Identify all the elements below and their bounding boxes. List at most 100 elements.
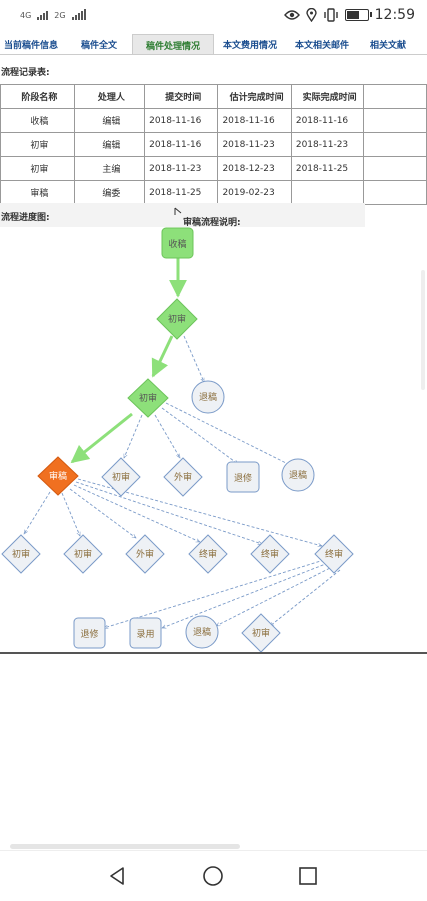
node-revise-2[interactable]: 退修 (73, 617, 106, 649)
cell-handler: 主编 (73, 156, 146, 181)
records-table: 阶段名称 处理人 提交时间 估计完成时间 实际完成时间 收稿 编辑 2018-1… (0, 84, 427, 205)
node-final-review-1[interactable]: 终审 (188, 534, 228, 574)
eye-icon (283, 10, 300, 20)
signal-4g-label: 4G (20, 11, 32, 20)
vertical-scrollbar[interactable] (421, 270, 425, 390)
tab-fees[interactable]: 本文费用情况 (222, 41, 277, 51)
svg-text:退修: 退修 (80, 628, 98, 640)
cell-handler: 编辑 (73, 132, 146, 157)
table-row: 初审 编辑 2018-11-16 2018-11-23 2018-11-23 (0, 132, 427, 157)
svg-text:终审: 终审 (199, 548, 217, 560)
svg-text:退稿: 退稿 (199, 391, 217, 403)
flow-legend-label[interactable]: 审稿流程说明: (183, 218, 241, 228)
cell-stage: 初审 (0, 132, 75, 157)
edges-completed (70, 258, 187, 464)
records-title: 流程记录表: (1, 68, 50, 78)
cell-estimate: 2018-11-23 (217, 132, 292, 157)
battery-icon (344, 9, 372, 21)
node-initial-review-4[interactable]: 初审 (1, 534, 41, 574)
cell-submit: 2018-11-16 (144, 132, 219, 157)
signal-2g-label: 2G (54, 11, 66, 20)
svg-text:初审: 初审 (252, 627, 270, 639)
cell-extra (363, 156, 427, 181)
home-icon[interactable] (200, 863, 226, 889)
progress-title: 流程进度图: (1, 213, 50, 223)
cell-submit: 2018-11-23 (144, 156, 219, 181)
tab-references[interactable]: 相关文献 (369, 41, 406, 51)
svg-text:录用: 录用 (136, 629, 154, 640)
svg-text:退稿: 退稿 (289, 469, 307, 481)
table-row: 审稿 编委 2018-11-25 2019-02-23 (0, 180, 427, 205)
node-final-review-3[interactable]: 终审 (314, 534, 354, 574)
node-review-current[interactable]: 审稿 (37, 456, 79, 496)
cell-estimate: 2018-11-16 (217, 108, 292, 133)
cell-handler: 编委 (73, 180, 146, 205)
svg-text:退稿: 退稿 (193, 626, 211, 638)
location-icon (305, 8, 317, 22)
cell-extra (363, 108, 427, 133)
node-initial-review-1[interactable]: 初审 (156, 298, 198, 340)
recents-icon[interactable] (295, 863, 321, 889)
content-bottom-divider (0, 652, 427, 654)
svg-text:终审: 终审 (261, 548, 279, 560)
progress-header-bg (0, 203, 365, 227)
node-initial-review-5[interactable]: 初审 (63, 534, 103, 574)
status-bar: 4G 2G 12:59 (0, 0, 427, 34)
svg-text:审稿: 审稿 (49, 470, 67, 482)
cell-extra (363, 180, 427, 205)
node-received[interactable]: 收稿 (161, 227, 194, 259)
col-stage-header: 阶段名称 (0, 84, 75, 109)
cell-submit: 2018-11-16 (144, 108, 219, 133)
signal-bars-icon-2 (71, 8, 86, 20)
svg-text:初审: 初审 (168, 313, 186, 325)
navigation-bar (0, 850, 427, 901)
flow-diagram: 收稿 初审 初审 退稿 审稿 初审 外审 退修 退稿 初审 初审 外 (1, 227, 354, 653)
node-reject-3[interactable]: 退稿 (185, 615, 219, 649)
node-reject-1[interactable]: 退稿 (191, 380, 225, 414)
cell-actual (290, 180, 365, 205)
cell-extra (363, 132, 427, 157)
node-initial-review-3[interactable]: 初审 (101, 457, 141, 497)
svg-text:初审: 初审 (12, 548, 30, 560)
node-accept[interactable]: 录用 (129, 617, 162, 649)
col-estimate-header: 估计完成时间 (217, 84, 292, 109)
svg-text:终审: 终审 (325, 548, 343, 560)
table-row: 收稿 编辑 2018-11-16 2018-11-16 2018-11-16 (0, 108, 427, 133)
cell-submit: 2018-11-25 (144, 180, 219, 205)
cell-stage: 收稿 (0, 108, 75, 133)
node-revise-1[interactable]: 退修 (226, 461, 260, 493)
cursor-pointer-icon (174, 207, 182, 215)
svg-text:初审: 初审 (112, 471, 130, 483)
tab-current-info[interactable]: 当前稿件信息 (3, 41, 58, 51)
back-icon[interactable] (105, 863, 131, 889)
node-initial-review-2[interactable]: 初审 (127, 378, 169, 418)
cell-estimate: 2018-12-23 (217, 156, 292, 181)
vibrate-icon (323, 8, 338, 22)
col-extra-header (363, 84, 427, 109)
tab-full-text[interactable]: 稿件全文 (80, 41, 117, 51)
signal-bars-icon (37, 8, 49, 20)
node-external-review-1[interactable]: 外审 (163, 457, 203, 497)
svg-text:退修: 退修 (234, 472, 252, 484)
node-reject-2[interactable]: 退稿 (281, 458, 315, 492)
svg-text:外审: 外审 (136, 548, 154, 560)
cell-actual: 2018-11-16 (290, 108, 365, 133)
horizontal-scrollbar[interactable] (10, 844, 240, 849)
table-header-row: 阶段名称 处理人 提交时间 估计完成时间 实际完成时间 (0, 84, 427, 109)
cell-actual: 2018-11-23 (290, 132, 365, 157)
svg-text:初审: 初审 (74, 548, 92, 560)
svg-text:收稿: 收稿 (168, 238, 186, 250)
cell-actual: 2018-11-25 (290, 156, 365, 181)
tab-bar: 当前稿件信息 稿件全文 稿件处理情况 本文费用情况 本文相关邮件 相关文献 (0, 34, 427, 55)
node-initial-review-6[interactable]: 初审 (241, 613, 281, 653)
cell-estimate: 2019-02-23 (217, 180, 292, 205)
col-actual-header: 实际完成时间 (290, 84, 365, 109)
cell-stage: 审稿 (0, 180, 75, 205)
tab-processing[interactable]: 稿件处理情况 (132, 34, 214, 54)
signal-indicators: 4G 2G (20, 8, 86, 20)
node-external-review-2[interactable]: 外审 (125, 534, 165, 574)
svg-text:外审: 外审 (174, 471, 192, 483)
tab-emails[interactable]: 本文相关邮件 (294, 41, 349, 51)
clock-time: 12:59 (374, 7, 415, 23)
node-final-review-2[interactable]: 终审 (250, 534, 290, 574)
